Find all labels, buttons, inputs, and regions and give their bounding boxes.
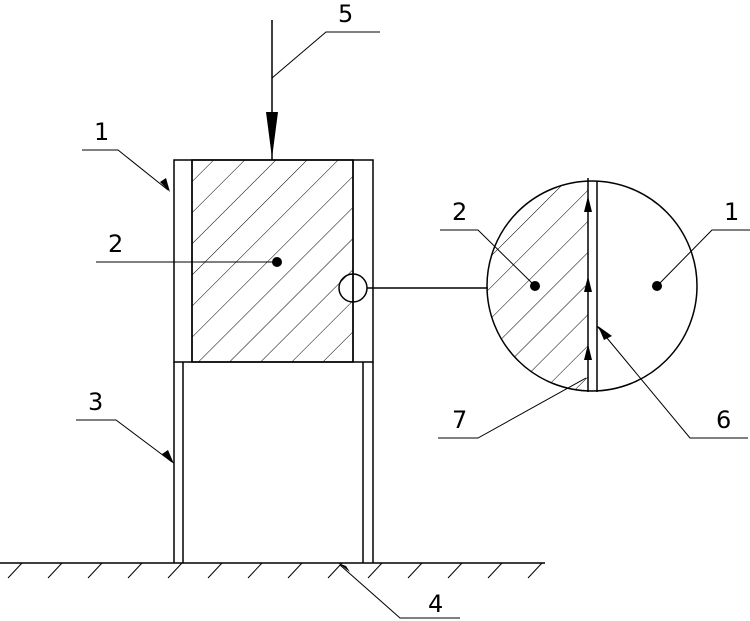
label-3: 3: [88, 388, 103, 416]
support-legs: [173, 362, 374, 563]
label-5: 5: [338, 0, 353, 28]
label-6: 6: [716, 406, 731, 434]
detail-view: [486, 178, 698, 392]
label-1-left: 1: [94, 118, 109, 146]
ground: [0, 562, 545, 579]
ground-hatching: [7, 562, 543, 579]
label-2-left: 2: [108, 230, 123, 258]
leader-lines: [76, 31, 750, 619]
label-2-detail: 2: [452, 198, 467, 226]
load-arrow: [266, 20, 278, 160]
flow-arrows: [584, 196, 592, 384]
label-1-detail: 1: [724, 198, 739, 226]
label-4: 4: [428, 590, 443, 618]
label-7: 7: [452, 406, 467, 434]
